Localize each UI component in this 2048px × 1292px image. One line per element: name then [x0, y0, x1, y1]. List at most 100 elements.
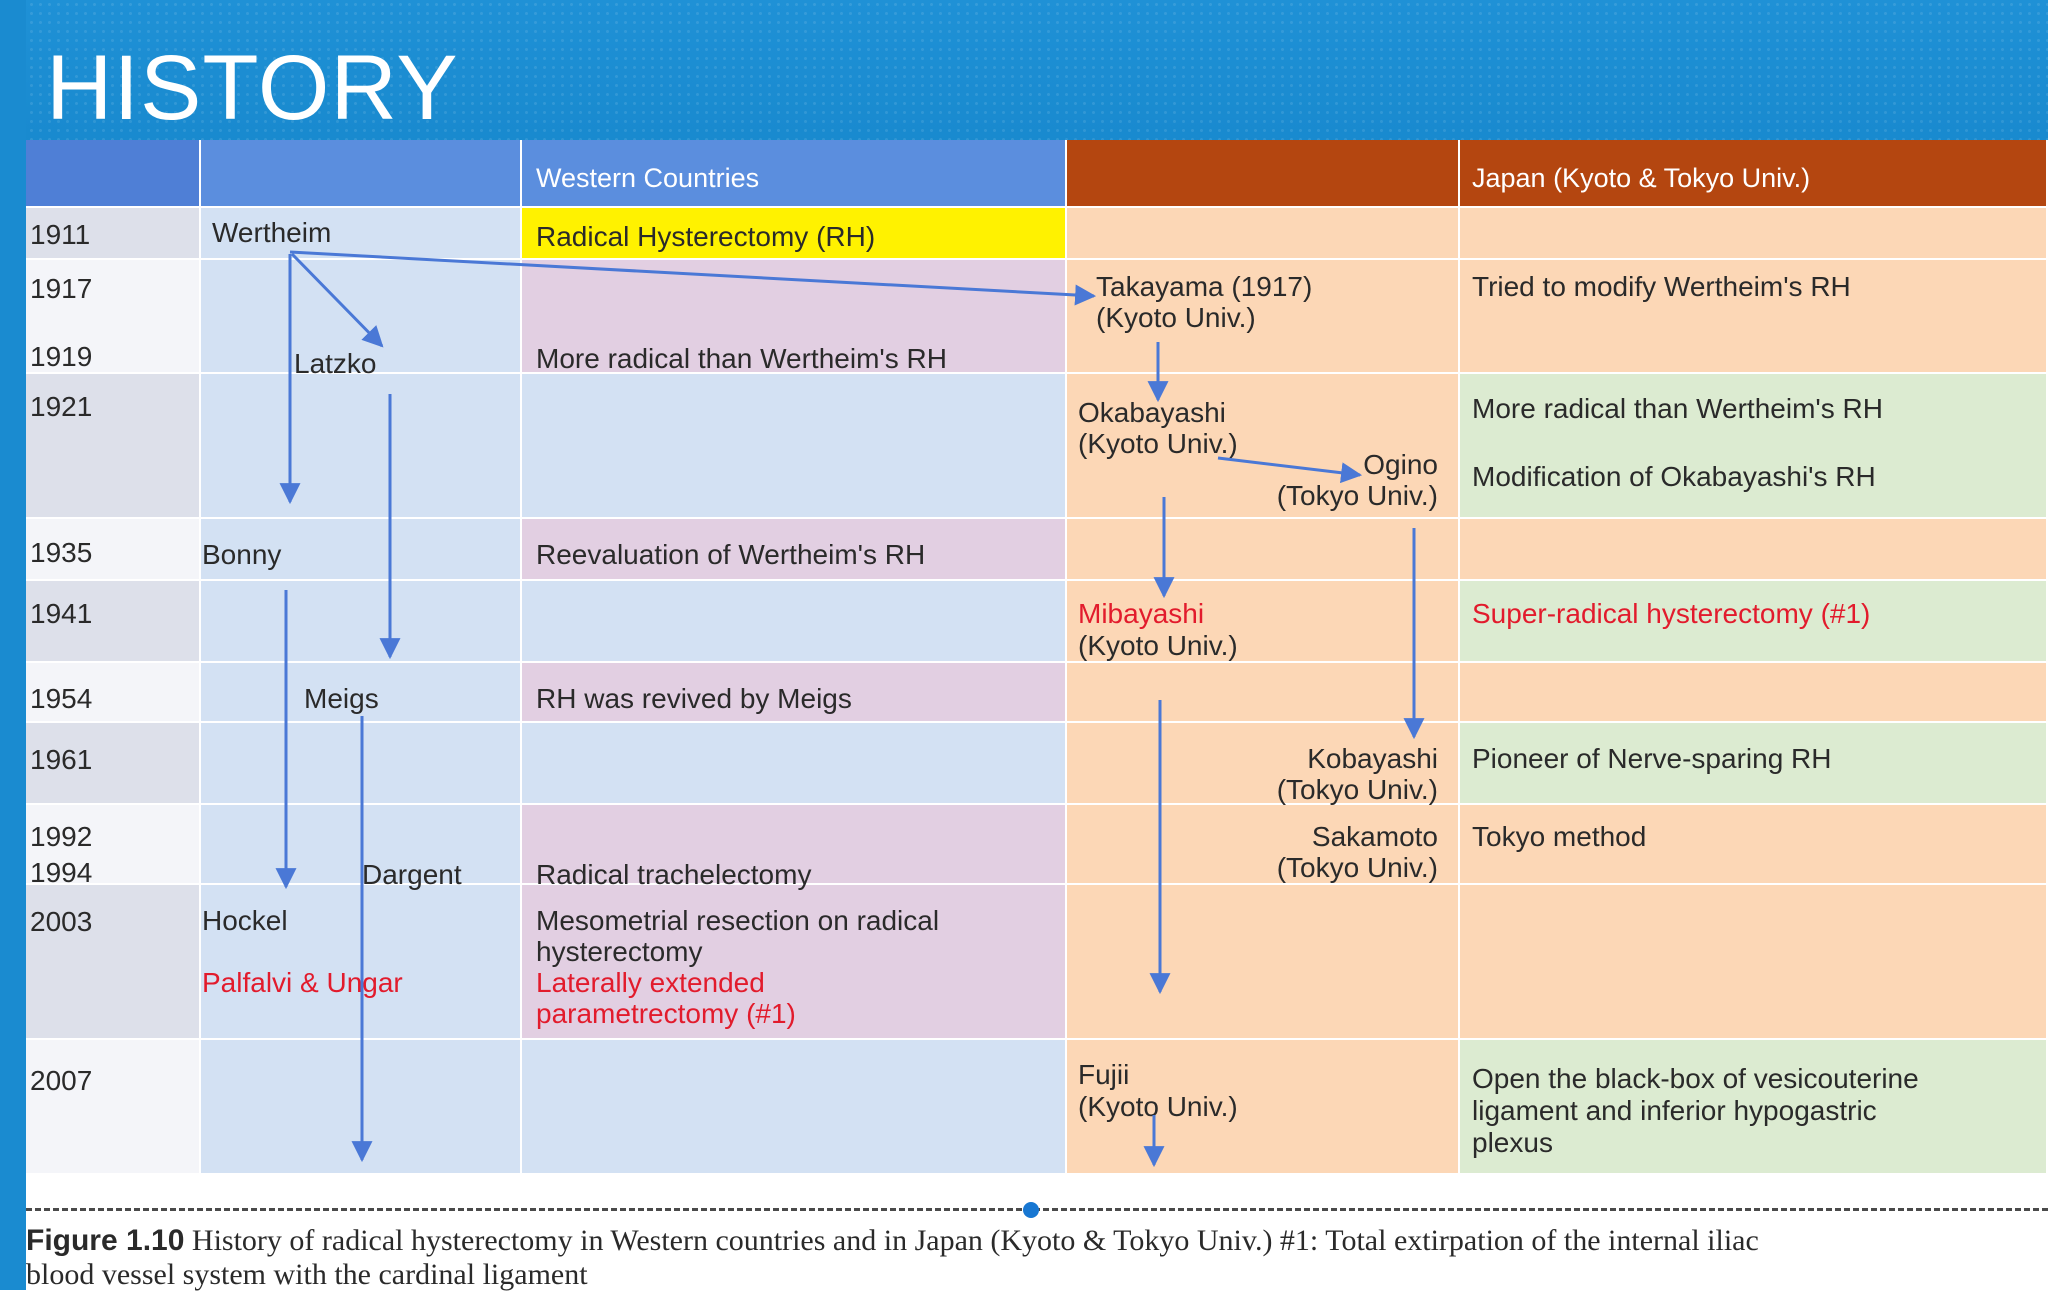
r1917-year-cell [26, 260, 201, 374]
r1921-year-cell [26, 374, 201, 519]
r1917-japan-name-cell [1067, 260, 1460, 374]
jp-takayama-1: Takayama (1917) [1096, 271, 1313, 302]
hdr-western-name-cell [201, 140, 522, 208]
r1921-western-name-cell [201, 374, 522, 519]
year-2003: 2003 [30, 906, 93, 937]
person-latzko: Latzko [294, 348, 377, 379]
year-2007: 2007 [30, 1065, 93, 1096]
r1954-japan-event-cell [1460, 663, 2048, 723]
hdr-western-event-cell [522, 140, 1067, 208]
r1954-japan-name-cell [1067, 663, 1460, 723]
jp-event-1992: Tokyo method [1472, 821, 1647, 852]
person-wertheim: Wertheim [212, 217, 332, 248]
r2003-western-event-cell [522, 885, 1067, 1040]
r1954-year-cell [26, 663, 201, 723]
year-1911: 1911 [30, 219, 91, 250]
person-palfalvi: Palfalvi & Ungar [202, 967, 403, 998]
r2007-year-cell [26, 1040, 201, 1175]
event-1935: Reevaluation of Wertheim's RH [536, 539, 926, 570]
header-japan-event: Japan (Kyoto & Tokyo Univ.) [1472, 163, 1811, 193]
r1961-japan-name-cell [1067, 723, 1460, 805]
r1961-western-event-cell [522, 723, 1067, 805]
r1992-western-event-cell [522, 805, 1067, 885]
r2003-year-cell [26, 885, 201, 1040]
jp-event-2007b: ligament and inferior hypogastric [1472, 1095, 1877, 1126]
r1954-western-event-cell [522, 663, 1067, 723]
hdr-japan-name-cell [1067, 140, 1460, 208]
r1954-western-name-cell [201, 663, 522, 723]
r1935-japan-name-cell [1067, 519, 1460, 581]
r1941-japan-name-cell [1067, 581, 1460, 663]
r1992-japan-name-cell [1067, 805, 1460, 885]
r2007-western-event-cell [522, 1040, 1067, 1175]
jp-fujii-1: Fujii [1078, 1059, 1130, 1090]
hdr-year-cell [26, 140, 201, 208]
r1935-western-event-cell [522, 519, 1067, 581]
jp-ogino-2: (Tokyo Univ.) [1276, 480, 1438, 511]
caption-text-line1: History of radical hysterectomy in Weste… [191, 1224, 1759, 1257]
year-1954: 1954 [30, 683, 93, 714]
jp-sakamoto-2: (Tokyo Univ.) [1276, 852, 1438, 883]
jp-mibayashi-2: (Kyoto Univ.) [1078, 630, 1238, 661]
person-dargent: Dargent [362, 859, 462, 890]
r1935-western-name-cell [201, 519, 522, 581]
jp-event-2007a: Open the black-box of vesicouterine [1472, 1063, 1919, 1094]
r1921-japan-event-cell [1460, 374, 2048, 519]
event-1919: More radical than Wertheim's RH [536, 343, 947, 374]
jp-fujii-2: (Kyoto Univ.) [1078, 1091, 1238, 1122]
left-accent-strip [0, 0, 26, 1290]
r1911-year-cell [26, 208, 201, 260]
jp-event-1921b: Modification of Okabayashi's RH [1472, 461, 1876, 492]
year-1961: 1961 [30, 744, 93, 775]
jp-sakamoto-1: Sakamoto [1311, 821, 1438, 852]
year-1941: 1941 [30, 598, 93, 629]
r1992-year-cell [26, 805, 201, 885]
jp-okabayashi-2: (Kyoto Univ.) [1078, 428, 1238, 459]
jp-event-2007c: plexus [1472, 1127, 1553, 1158]
r1911-japan-name-cell [1067, 208, 1460, 260]
r1941-japan-event-cell [1460, 581, 2048, 663]
history-table: Western Countries Japan (Kyoto & Tokyo Un… [26, 140, 2048, 1190]
event-1954: RH was revived by Meigs [536, 683, 852, 714]
r1961-japan-event-cell [1460, 723, 2048, 805]
jp-event-1917: Tried to modify Wertheim's RH [1472, 271, 1851, 302]
jp-ogino-1: Ogino [1363, 449, 1438, 480]
r1935-year-cell [26, 519, 201, 581]
r1917-japan-event-cell [1460, 260, 2048, 374]
year-1921: 1921 [30, 391, 93, 422]
r1935-japan-event-cell [1460, 519, 2048, 581]
jp-event-1961: Pioneer of Nerve-sparing RH [1472, 743, 1832, 774]
person-meigs: Meigs [304, 683, 379, 714]
r2007-western-name-cell [201, 1040, 522, 1175]
r1941-year-cell [26, 581, 201, 663]
r2007-japan-name-cell [1067, 1040, 1460, 1175]
jp-takayama-2: (Kyoto Univ.) [1096, 302, 1256, 333]
year-1935: 1935 [30, 537, 93, 568]
event-1994: Radical trachelectomy [536, 859, 812, 890]
caption-label: Figure 1.10 [26, 1224, 185, 1257]
event-2003-red2: parametrectomy (#1) [536, 998, 796, 1029]
person-bonny: Bonny [202, 539, 282, 570]
slide-title: HISTORY [46, 37, 459, 139]
r2007-japan-event-cell [1460, 1040, 2048, 1175]
r1992-japan-event-cell [1460, 805, 2048, 885]
event-2003-line2: hysterectomy [536, 936, 703, 967]
year-1919: 1919 [30, 341, 93, 372]
header-western-event: Western Countries [536, 163, 760, 193]
divider-marker [1023, 1202, 1039, 1218]
person-hockel: Hockel [202, 905, 288, 936]
r1911-japan-event-cell [1460, 208, 2048, 260]
r1961-year-cell [26, 723, 201, 805]
r1941-western-event-cell [522, 581, 1067, 663]
jp-kobayashi-2: (Tokyo Univ.) [1276, 774, 1438, 805]
r2003-japan-name-cell [1067, 885, 1460, 1040]
year-1994: 1994 [30, 857, 93, 888]
event-1911: Radical Hysterectomy (RH) [536, 221, 876, 252]
r2003-japan-event-cell [1460, 885, 2048, 1040]
event-2003-line1: Mesometrial resection on radical [536, 905, 940, 936]
hdr-japan-event-cell [1460, 140, 2048, 208]
r1921-japan-name-cell [1067, 374, 1460, 519]
jp-kobayashi-1: Kobayashi [1307, 743, 1438, 774]
r1941-western-name-cell [201, 581, 522, 663]
jp-okabayashi-1: Okabayashi [1078, 397, 1226, 428]
